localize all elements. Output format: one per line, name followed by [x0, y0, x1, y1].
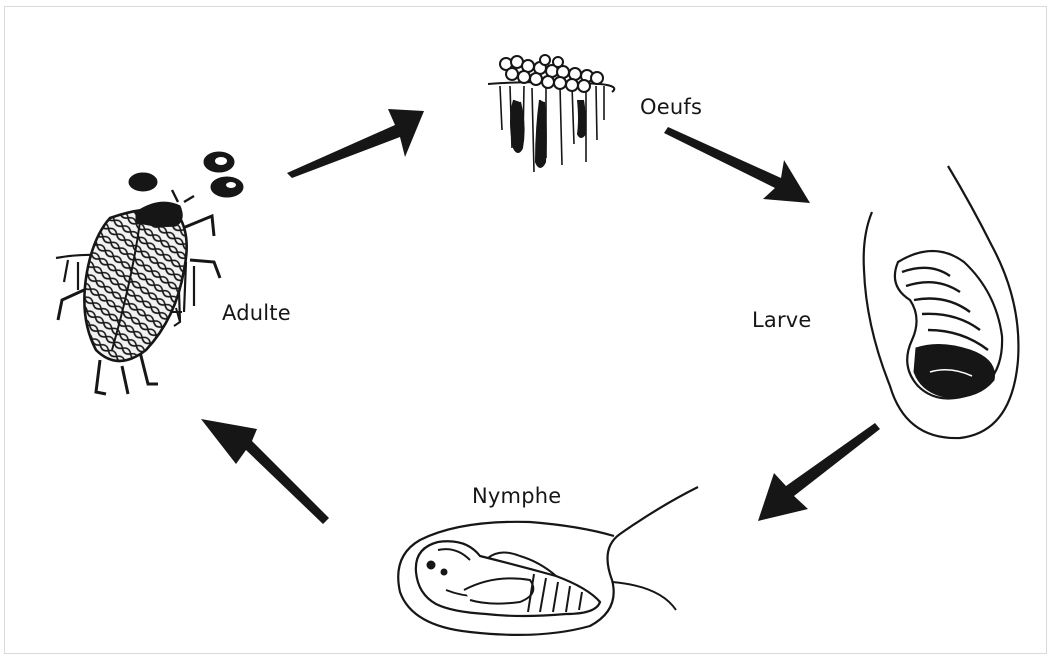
arrow-adult-to-eggs	[287, 109, 424, 178]
stage-label-pupa: Nymphe	[472, 484, 561, 508]
arrow-larva-to-pupa	[758, 423, 880, 521]
larva-illustration	[864, 166, 1019, 438]
arrow-pupa-to-adult	[201, 419, 329, 524]
pupa-illustration	[398, 487, 698, 635]
stage-label-adult: Adulte	[222, 301, 291, 325]
arrow-eggs-to-larva	[664, 127, 810, 203]
stage-label-eggs: Oeufs	[640, 95, 702, 119]
stage-label-larva: Larve	[752, 308, 812, 332]
adult-beetle-illustration	[56, 152, 243, 394]
eggs-illustration	[488, 55, 614, 172]
